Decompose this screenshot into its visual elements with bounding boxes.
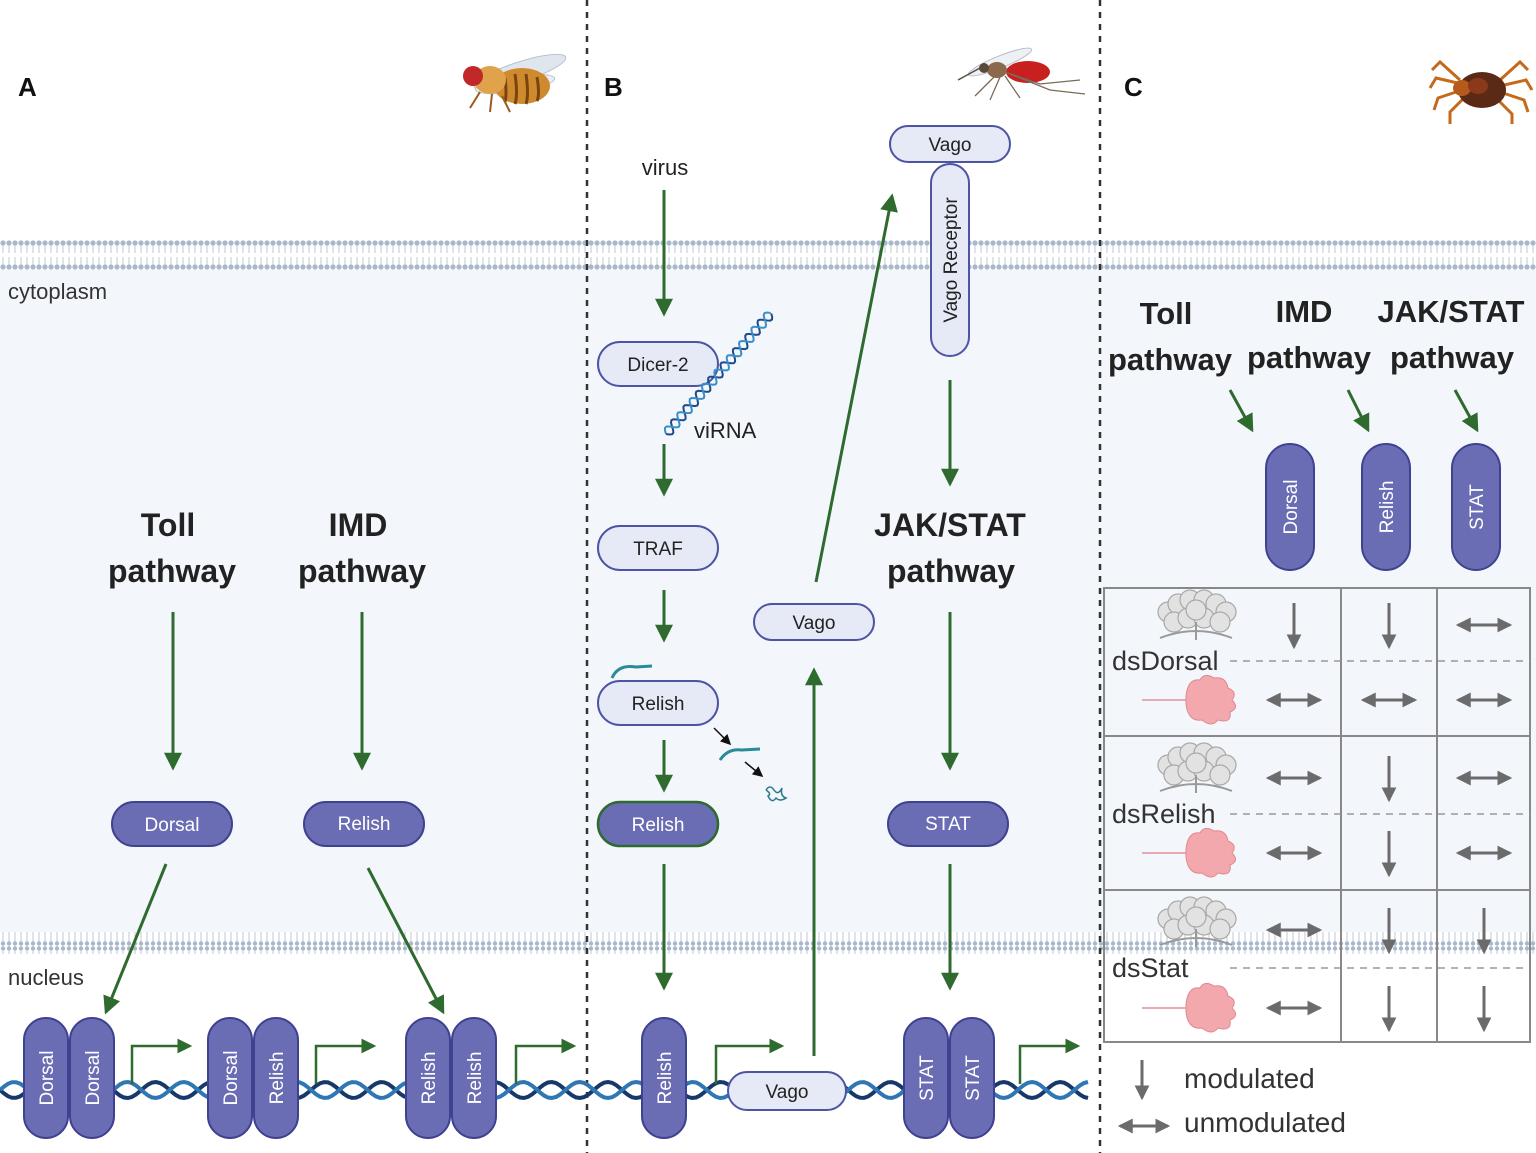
c-relish-label: Relish xyxy=(1377,481,1398,534)
virna-helix-icon xyxy=(664,311,774,436)
dimer-relish-relish: Relish Relish xyxy=(405,1017,497,1139)
cleaved-fragment-icon xyxy=(718,747,761,761)
c-dorsal-label: Dorsal xyxy=(1281,480,1302,535)
dimer2-unit1: Dorsal xyxy=(221,1051,242,1106)
cleavage-arrow-2 xyxy=(744,761,764,778)
fat-body-icon xyxy=(1157,896,1237,947)
vago-secreted-protein: Vago xyxy=(753,603,875,641)
vago-receptor: Vago Receptor xyxy=(930,163,970,357)
stat-dimer-unit2: STAT xyxy=(963,1055,984,1101)
c-jakstat-title-line1: JAK/STAT xyxy=(1378,294,1525,329)
c-jakstat-arrow xyxy=(1453,389,1479,433)
dimer3-unit1: Relish xyxy=(419,1052,440,1105)
c-toll-title-line1: Toll xyxy=(1140,296,1193,331)
jakstat-pathway-title-line2: pathway xyxy=(887,553,1015,589)
stat-label: STAT xyxy=(925,814,971,835)
tick-icon xyxy=(1428,59,1534,124)
vago-gene-label: Vago xyxy=(766,1082,809,1103)
legend-modulated-label: modulated xyxy=(1184,1063,1315,1094)
c-dorsal-protein: Dorsal xyxy=(1265,443,1315,571)
transcription-arrow-2 xyxy=(314,1038,377,1084)
c-imd-arrow xyxy=(1346,389,1370,433)
imd-pathway-title-line2: pathway xyxy=(298,553,426,589)
transcription-arrow-5 xyxy=(1018,1038,1081,1084)
panel-label-a: A xyxy=(18,72,37,102)
modulation-table xyxy=(1103,587,1531,1043)
dimer1-unit1: Dorsal xyxy=(37,1051,58,1106)
transcription-arrow-4 xyxy=(714,1038,785,1084)
relish-inactive-label: Relish xyxy=(632,694,685,715)
fat-body-icon xyxy=(1157,742,1237,793)
panel-label-c: C xyxy=(1124,72,1143,102)
cytoplasm-region xyxy=(0,270,1536,935)
c-toll-arrow xyxy=(1228,389,1254,433)
c-toll-title-line2: pathway xyxy=(1108,342,1233,377)
relish-label-a: Relish xyxy=(338,814,391,835)
dimer2-unit2: Relish xyxy=(267,1052,288,1105)
panel-label-b: B xyxy=(604,72,623,102)
gut-icon xyxy=(1142,982,1236,1033)
fat-body-icon xyxy=(1157,589,1237,640)
c-imd-title-line2: pathway xyxy=(1247,340,1372,375)
relish-inactive-protein: Relish xyxy=(597,664,719,726)
stat-protein: STAT xyxy=(887,801,1009,847)
vago-ligand-protein: Vago xyxy=(889,125,1011,163)
c-jakstat-title-line2: pathway xyxy=(1390,340,1515,375)
vago-secreted-label: Vago xyxy=(793,613,836,634)
dimer-stat-stat: STAT STAT xyxy=(903,1017,995,1139)
gut-icon xyxy=(1142,827,1236,878)
dorsal-protein-a: Dorsal xyxy=(111,801,233,847)
vago-receptor-label: Vago Receptor xyxy=(941,197,962,323)
mosquito-icon xyxy=(957,47,1086,101)
dorsal-label-a: Dorsal xyxy=(145,815,200,836)
stat-dimer-unit1: STAT xyxy=(917,1055,938,1101)
c-imd-title-line1: IMD xyxy=(1276,294,1333,329)
row-label-dsstat: dsStat xyxy=(1112,953,1189,983)
relish-protein-a: Relish xyxy=(303,801,425,847)
cleavage-arrow-1 xyxy=(713,727,732,746)
virus-label: virus xyxy=(642,155,688,180)
relish-nuclear-label: Relish xyxy=(655,1052,676,1105)
vago-secretion-arrow xyxy=(814,193,898,583)
toll-pathway-title-line2: pathway xyxy=(108,553,236,589)
vago-ligand-label: Vago xyxy=(929,135,972,156)
dimer1-unit2: Dorsal xyxy=(83,1051,104,1106)
c-stat-label: STAT xyxy=(1467,484,1488,530)
nucleus-label: nucleus xyxy=(8,965,84,990)
cytoplasm-label: cytoplasm xyxy=(8,279,107,304)
legend-unmodulated-label: unmodulated xyxy=(1184,1107,1346,1138)
dimer-dorsal-relish: Dorsal Relish xyxy=(207,1017,299,1139)
nuclear-membrane xyxy=(0,932,1536,954)
transcription-arrow-1 xyxy=(130,1038,193,1084)
row-label-dsdorsal: dsDorsal xyxy=(1112,646,1219,676)
transcription-arrow-3 xyxy=(514,1038,577,1084)
row-label-dsrelish: dsRelish xyxy=(1112,799,1216,829)
vago-gene: Vago xyxy=(727,1071,847,1111)
traf-protein: TRAF xyxy=(597,525,719,571)
dicer-2-protein: Dicer-2 xyxy=(597,341,719,387)
fruit-fly-icon xyxy=(463,53,567,113)
dicer-2-label: Dicer-2 xyxy=(627,355,688,376)
relish-active-protein: Relish xyxy=(596,800,720,848)
toll-pathway-title-line1: Toll xyxy=(141,507,196,543)
cell-membrane xyxy=(0,240,1536,270)
gut-icon xyxy=(1142,674,1236,725)
virna-label: viRNA xyxy=(694,418,757,443)
dimer3-unit2: Relish xyxy=(465,1052,486,1105)
dorsal-nuclear-arrow xyxy=(103,863,168,1015)
imd-pathway-title-line1: IMD xyxy=(329,507,388,543)
relish-nuclear-protein: Relish xyxy=(641,1017,687,1139)
traf-label: TRAF xyxy=(633,539,683,560)
relish-nuclear-arrow xyxy=(366,867,445,1015)
dimer-dorsal-dorsal: Dorsal Dorsal xyxy=(23,1017,115,1139)
c-relish-protein: Relish xyxy=(1361,443,1411,571)
c-stat-protein: STAT xyxy=(1451,443,1501,571)
relish-active-label: Relish xyxy=(632,815,685,836)
degraded-fragment-icon xyxy=(765,786,788,802)
jakstat-pathway-title-line1: JAK/STAT xyxy=(874,507,1026,543)
